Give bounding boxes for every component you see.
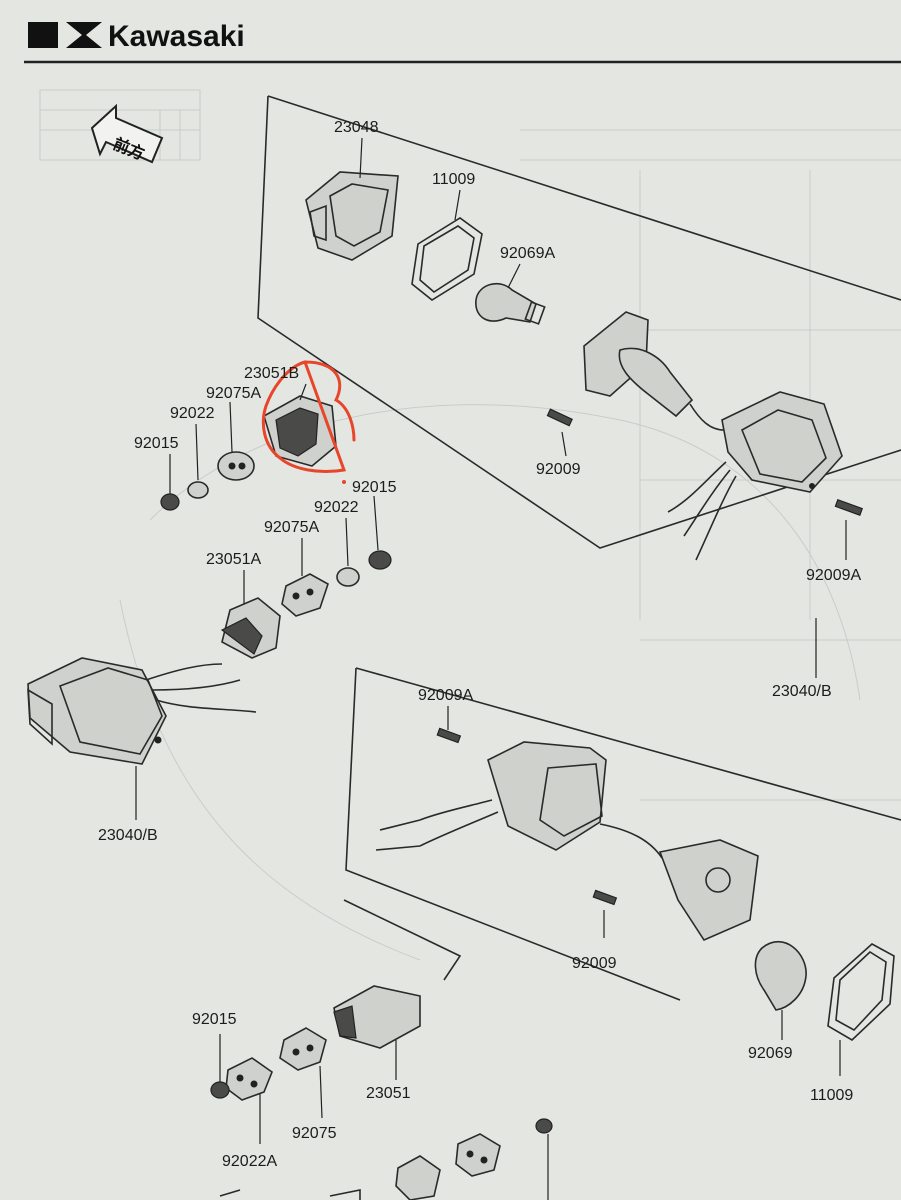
callout-92075A-mid: 92075A: [264, 519, 319, 536]
callout-92069A: 92069A: [500, 245, 555, 262]
washer-92022-mid: [336, 567, 360, 587]
washer-92022A: [225, 1057, 273, 1101]
nut-92015-bottom: [210, 1081, 230, 1099]
turn-signal-housing-lower: [375, 741, 759, 942]
screw-92009A-lower: [436, 727, 462, 744]
rubber-23051A: [220, 597, 281, 659]
callout-92069: 92069: [748, 1045, 793, 1062]
lower-partial-parts: [219, 1118, 553, 1200]
nut-92015-mid: [368, 550, 392, 570]
callout-92075A-top: 92075A: [206, 385, 261, 402]
header: Kawasaki: [24, 20, 901, 64]
callout-92022A: 92022A: [222, 1153, 277, 1170]
background-bleed-table: [39, 89, 901, 961]
callout-92022-left: 92022: [170, 405, 215, 422]
screw-92009-top: [546, 408, 573, 427]
red-dot: [342, 480, 346, 484]
grommet-92075A-top: [217, 451, 255, 481]
callout-23051A: 23051A: [206, 551, 261, 568]
brand-name: Kawasaki: [108, 20, 245, 53]
callout-92009A-right: 92009A: [806, 567, 861, 584]
lower-group-outline: [343, 667, 901, 1001]
header-block: [28, 22, 58, 48]
turn-signal-housing-upper: [583, 311, 843, 561]
grommet-92075A-mid: [281, 573, 329, 617]
screw-92009A-right: [834, 498, 864, 516]
callout-92022-mid: 92022: [314, 499, 359, 516]
washer-92022-left: [187, 481, 209, 499]
turn-signal-left: [27, 657, 257, 820]
lens-23048: [305, 171, 399, 261]
callout-92015-mid: 92015: [352, 479, 397, 496]
callout-92009A-lower: 92009A: [418, 687, 473, 704]
grommet-92075: [279, 1027, 327, 1071]
rubber-23051: [333, 985, 421, 1049]
bulb-92069A: [475, 282, 546, 325]
callout-23040B-left: 23040/B: [98, 827, 158, 844]
red-highlight-circle: [261, 360, 356, 473]
screw-92009-lower: [592, 889, 618, 906]
callout-23040B-right: 23040/B: [772, 683, 832, 700]
callout-11009-lower: 11009: [810, 1087, 853, 1104]
gasket-11009-top: [411, 217, 483, 301]
callout-92015-left: 92015: [134, 435, 179, 452]
bulb-92069: [754, 941, 807, 1011]
callout-23051: 23051: [366, 1085, 411, 1102]
callout-11009-top: 11009: [432, 171, 475, 188]
callout-23048: 23048: [334, 119, 379, 136]
rubber-23051B: [263, 395, 337, 467]
front-arrow-icon: 前方: [90, 103, 164, 164]
gasket-11009-lower: [827, 943, 895, 1041]
callout-92015-bottom: 92015: [192, 1011, 237, 1028]
callout-92075: 92075: [292, 1125, 337, 1142]
nut-92015-left: [160, 493, 180, 511]
upper-group-outline: [257, 95, 901, 549]
callout-92009-top: 92009: [536, 461, 581, 478]
kawasaki-river-mark-icon: [66, 22, 102, 48]
callout-23051B: 23051B: [244, 365, 299, 382]
callout-92009-lower: 92009: [572, 955, 617, 972]
